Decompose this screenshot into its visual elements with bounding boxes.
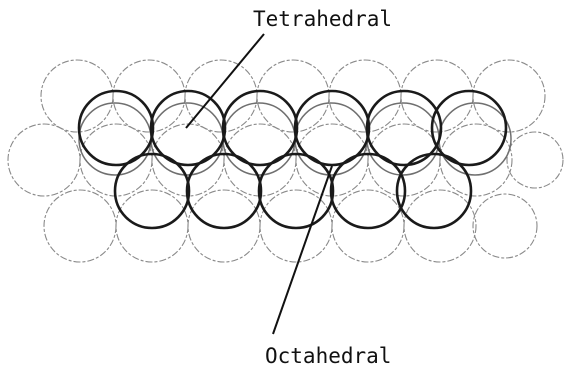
sphere xyxy=(149,89,227,167)
sphere xyxy=(400,59,474,133)
sphere xyxy=(328,59,402,133)
octahedral-pointer-line xyxy=(272,165,333,335)
sphere xyxy=(506,131,564,189)
sphere xyxy=(329,152,407,230)
sphere xyxy=(439,123,513,197)
top-sphere-layer xyxy=(77,89,508,230)
sphere xyxy=(293,89,371,167)
bottom-sphere-layer xyxy=(7,59,564,263)
sphere xyxy=(113,152,191,230)
sphere xyxy=(221,89,299,167)
sphere xyxy=(43,189,117,263)
sphere xyxy=(430,89,508,167)
sphere xyxy=(184,59,258,133)
octahedral-label: Octahedral xyxy=(265,344,391,368)
sphere xyxy=(185,152,263,230)
sphere xyxy=(259,189,333,263)
sphere xyxy=(331,189,405,263)
sphere xyxy=(112,59,186,133)
sphere xyxy=(187,189,261,263)
sphere xyxy=(472,59,546,133)
tetrahedral-pointer-line xyxy=(185,33,265,129)
sphere xyxy=(77,89,155,167)
sphere xyxy=(40,59,114,133)
sphere xyxy=(256,59,330,133)
sphere xyxy=(115,189,189,263)
sphere xyxy=(257,152,335,230)
sphere xyxy=(472,193,538,259)
sphere xyxy=(7,123,81,197)
sphere xyxy=(365,89,443,167)
tetrahedral-label: Tetrahedral xyxy=(253,7,392,31)
sphere xyxy=(403,189,477,263)
sphere xyxy=(395,152,473,230)
